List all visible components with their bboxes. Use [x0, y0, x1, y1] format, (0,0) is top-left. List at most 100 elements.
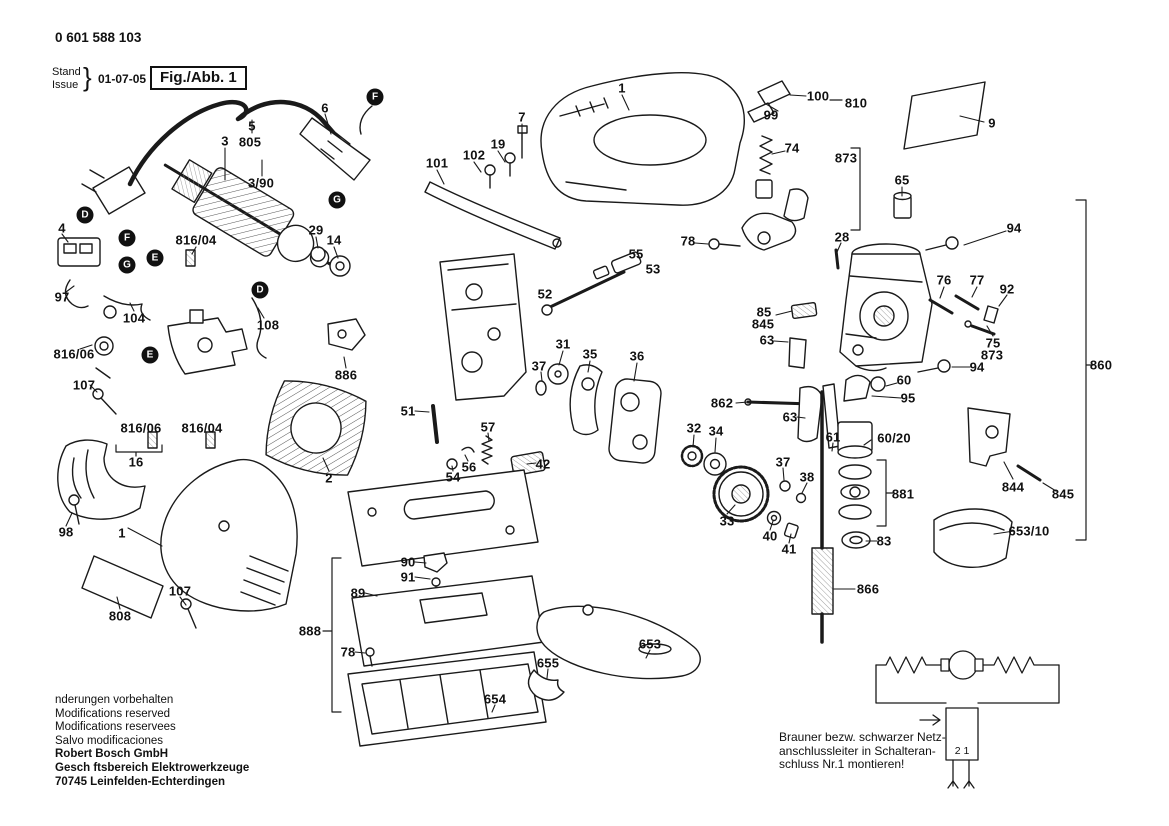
part-label-3: 3 — [221, 133, 229, 149]
leader-lines — [61, 94, 1057, 713]
issue-date: 01-07-05 — [98, 72, 147, 86]
notice-line-3: Modifications reservees — [55, 721, 176, 734]
part-label-3-90: 3/90 — [247, 175, 275, 191]
part-label-107: 107 — [72, 377, 96, 393]
rod-51-spring-57 — [431, 404, 493, 470]
part-label-654: 654 — [483, 691, 507, 707]
connector-marker-F: F — [366, 88, 384, 106]
part-label-91: 91 — [400, 569, 416, 585]
part-label-845: 845 — [751, 316, 775, 332]
part-label-100: 100 — [806, 88, 830, 104]
part-label-55: 55 — [628, 246, 644, 262]
part-label-5: 5 — [248, 118, 256, 134]
part-label-74: 74 — [784, 140, 800, 156]
part-label-33: 33 — [719, 513, 735, 529]
part-label-60: 60 — [896, 372, 912, 388]
document-part-number: 0 601 588 103 — [55, 30, 142, 45]
part-label-94: 94 — [1006, 220, 1022, 236]
connector-marker-G: G — [118, 256, 136, 274]
company-name: Robert Bosch GmbH — [55, 748, 169, 761]
blade-guard-653 — [536, 604, 701, 680]
plate-808 — [81, 555, 164, 619]
part-label-35: 35 — [582, 346, 598, 362]
part-label-77: 77 — [969, 272, 985, 288]
support-bracket — [439, 253, 527, 401]
part-label-95: 95 — [900, 390, 916, 406]
part-label-1: 1 — [618, 80, 626, 96]
part-label-845: 845 — [1051, 486, 1075, 502]
part-label-862: 862 — [710, 395, 734, 411]
wiring-instruction-note: Brauner bezw. schwarzer Netz- anschlussl… — [779, 730, 946, 772]
part-label-40: 40 — [762, 528, 778, 544]
part-label-37: 37 — [775, 454, 791, 470]
connector-marker-D: D — [76, 206, 94, 224]
part-label-29: 29 — [308, 222, 324, 238]
part-label-83: 83 — [876, 533, 892, 549]
part-label-75: 75 — [985, 335, 1001, 351]
part-label-860: 860 — [1089, 357, 1113, 373]
plunger-and-rings — [811, 390, 873, 644]
screw-78-right — [708, 238, 741, 250]
top-housing-1 — [540, 72, 745, 206]
left-housing-1 — [160, 458, 298, 612]
part-label-19: 19 — [490, 136, 506, 152]
wiring-note-line-3: schluss Nr.1 montieren! — [779, 757, 905, 771]
part-label-9: 9 — [988, 115, 996, 131]
part-label-56: 56 — [461, 459, 477, 475]
screw-107-left — [92, 388, 117, 415]
part-label-65: 65 — [894, 172, 910, 188]
notice-line-4: Salvo modificaciones — [55, 734, 164, 747]
part-label-98: 98 — [58, 524, 74, 540]
stand-issue-block: Stand Issue — [52, 66, 81, 92]
company-address: 70745 Leinfelden-Echterdingen — [55, 775, 225, 788]
part-label-866: 866 — [856, 581, 880, 597]
part-label-888: 888 — [298, 623, 322, 639]
screws-94 — [917, 236, 959, 373]
company-division: Gesch ftsbereich Elektrowerkzeuge — [55, 761, 250, 774]
pins-76-77-92-75 — [928, 294, 999, 336]
part-label-107: 107 — [168, 583, 192, 599]
notice-line-1: nderungen vorbehalten — [55, 694, 174, 706]
part-label-6: 6 — [321, 100, 329, 116]
wiring-note-line-2: anschlussleiter in Schalteran- — [779, 743, 936, 758]
screw-78-bottom — [365, 647, 375, 667]
counterweight-35-36 — [535, 363, 662, 464]
part-label-53: 53 — [645, 261, 661, 277]
reference-brackets — [115, 99, 1094, 713]
part-label-653: 653 — [638, 636, 662, 652]
slider-buttons-99-100 — [747, 80, 791, 123]
connector-marker-G: G — [328, 191, 346, 209]
part-label-104: 104 — [122, 310, 146, 326]
gears-32-33-34 — [680, 444, 770, 523]
part-label-101: 101 — [425, 155, 449, 171]
plate-85-845 — [790, 301, 818, 320]
part-label-38: 38 — [799, 469, 815, 485]
part-label-16: 16 — [128, 454, 144, 470]
part-label-655: 655 — [536, 655, 560, 671]
part-label-28: 28 — [834, 229, 850, 245]
stand-label: Stand — [52, 66, 81, 78]
notice-line-2: Modifications reserved — [55, 707, 171, 720]
bracket-844 — [967, 407, 1042, 482]
part-label-99: 99 — [763, 107, 779, 123]
part-label-653-10: 653/10 — [1008, 523, 1050, 539]
part-label-816-04: 816/04 — [175, 232, 217, 248]
connector-marker-F: F — [118, 229, 136, 247]
part-label-78: 78 — [340, 644, 356, 660]
part-label-886: 886 — [334, 367, 358, 383]
issue-label: Issue — [52, 79, 79, 91]
part-label-63: 63 — [782, 409, 798, 425]
wiring-note-line-1: Brauner bezw. schwarzer Netz- — [779, 730, 946, 744]
part-label-63: 63 — [759, 332, 775, 348]
stator-2 — [265, 380, 367, 476]
part-label-97: 97 — [54, 289, 70, 305]
part-label-108: 108 — [256, 317, 280, 333]
part-886 — [327, 318, 366, 351]
fork-63-rod-862 — [744, 337, 887, 449]
part-label-41: 41 — [781, 541, 797, 557]
figure-label-box: Fig./Abb. 1 — [150, 66, 247, 90]
part-label-31: 31 — [555, 336, 571, 352]
